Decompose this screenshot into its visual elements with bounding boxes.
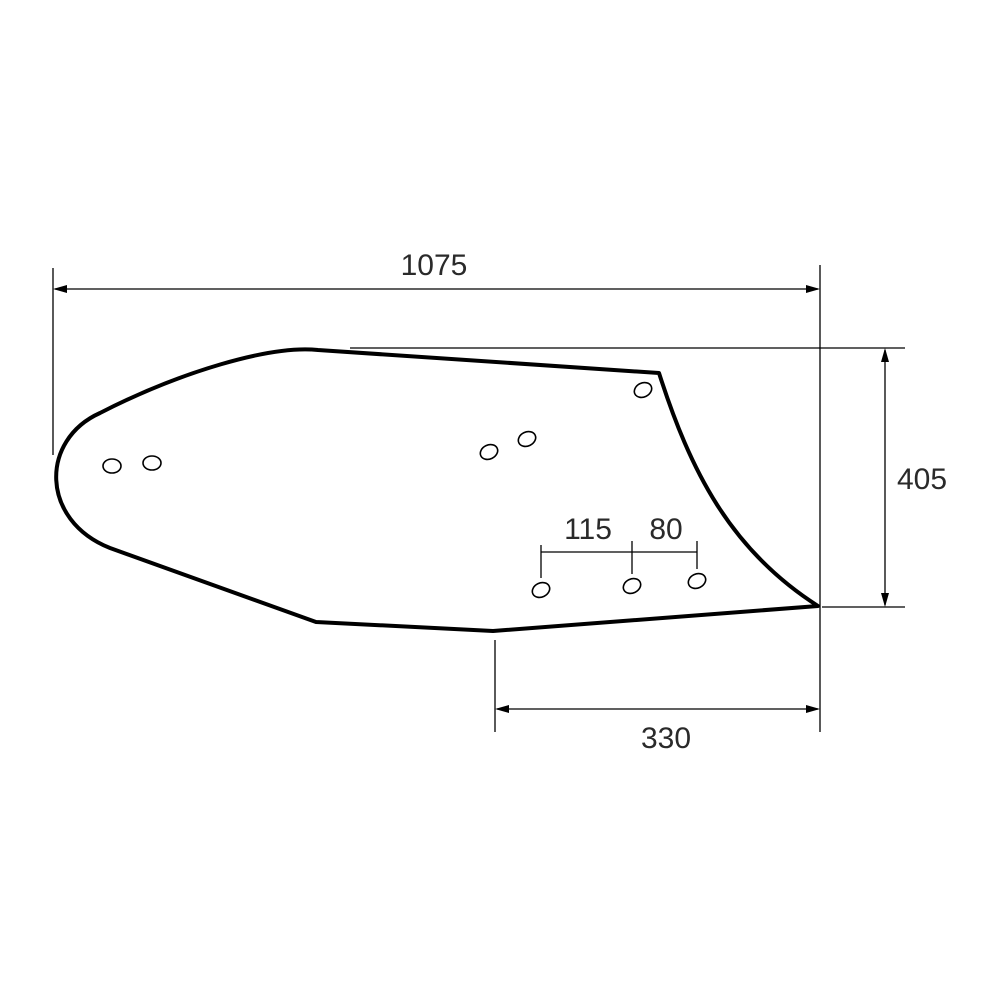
hole-left-1	[102, 458, 122, 474]
hole-middle-2	[517, 430, 537, 448]
hole-top-right	[633, 381, 653, 399]
hole-bottom-1	[531, 581, 551, 599]
dimension-height: 405	[350, 347, 947, 608]
dimension-label-hole-spacing-2: 80	[649, 513, 682, 546]
dimension-label-base-length: 330	[641, 722, 691, 755]
hole-left-2	[142, 455, 162, 471]
dimension-base-length: 330	[494, 640, 820, 755]
mounting-holes	[102, 381, 707, 599]
dimension-label-height: 405	[897, 463, 947, 496]
dimension-label-hole-spacing-1: 115	[564, 513, 612, 546]
hole-bottom-2	[622, 577, 642, 595]
dimension-overall-length: 1075	[52, 249, 821, 732]
plowshare-outline	[54, 347, 820, 633]
hole-bottom-3	[687, 572, 707, 590]
hole-middle-1	[479, 443, 499, 461]
dimension-hole-spacing: 115 80	[540, 513, 698, 578]
dimension-label-overall-length: 1075	[401, 249, 468, 282]
